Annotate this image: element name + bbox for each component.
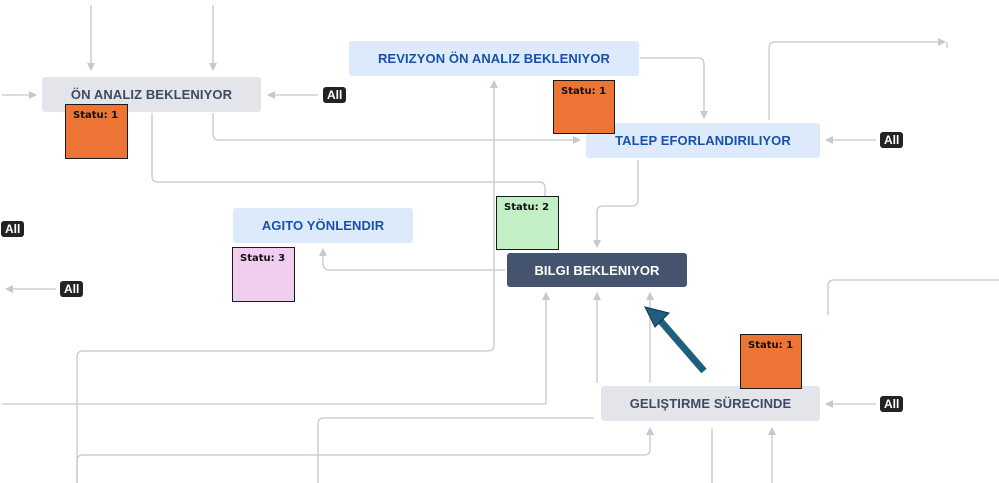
status-node-bilgi[interactable]: BILGI BEKLENIYOR — [507, 253, 687, 287]
transition-on-analiz-to-bilgi — [151, 113, 546, 196]
status-note-agito: Statu: 3 — [232, 247, 295, 302]
transition-talep-to-bilgi — [593, 160, 639, 248]
status-node-gelistirme[interactable]: GELIŞTIRME SÜRECINDE — [601, 386, 820, 421]
transition-talep-to-right — [768, 38, 946, 120]
all-badge-gelistirme[interactable]: All — [880, 396, 904, 412]
transition-bilgi-to-agito — [319, 248, 505, 271]
transition-revizyon-to-talep — [640, 57, 708, 119]
all-badge-left-lower[interactable]: All — [60, 281, 84, 297]
transition-bottom-to-gelistirme-b — [317, 417, 594, 483]
status-note-gelistirme: Statu: 1 — [740, 334, 802, 389]
status-node-on-analiz[interactable]: ÖN ANALIZ BEKLENIYOR — [42, 77, 261, 112]
status-node-talep[interactable]: TALEP EFORLANDIRILIYOR — [586, 123, 820, 158]
status-node-agito[interactable]: AGITO YÖNLENDIR — [233, 208, 413, 243]
status-note-on-analiz: Statu: 1 — [65, 104, 128, 159]
transition-left-to-revizyon — [76, 80, 498, 483]
transition-on-analiz-to-talep — [212, 113, 581, 144]
status-note-bilgi: Statu: 2 — [496, 196, 559, 250]
transition-right-to-bilgi — [827, 279, 999, 315]
all-badge-on-analiz[interactable]: All — [323, 87, 347, 103]
highlight-arrow — [644, 306, 707, 374]
all-badge-left[interactable]: All — [1, 221, 25, 237]
status-note-talep: Statu: 1 — [553, 80, 615, 134]
transition-bottom-to-gelistirme-a — [76, 427, 654, 483]
all-badge-talep[interactable]: All — [880, 132, 904, 148]
status-node-revizyon[interactable]: REVIZYON ÖN ANALIZ BEKLENIYOR — [349, 41, 639, 76]
